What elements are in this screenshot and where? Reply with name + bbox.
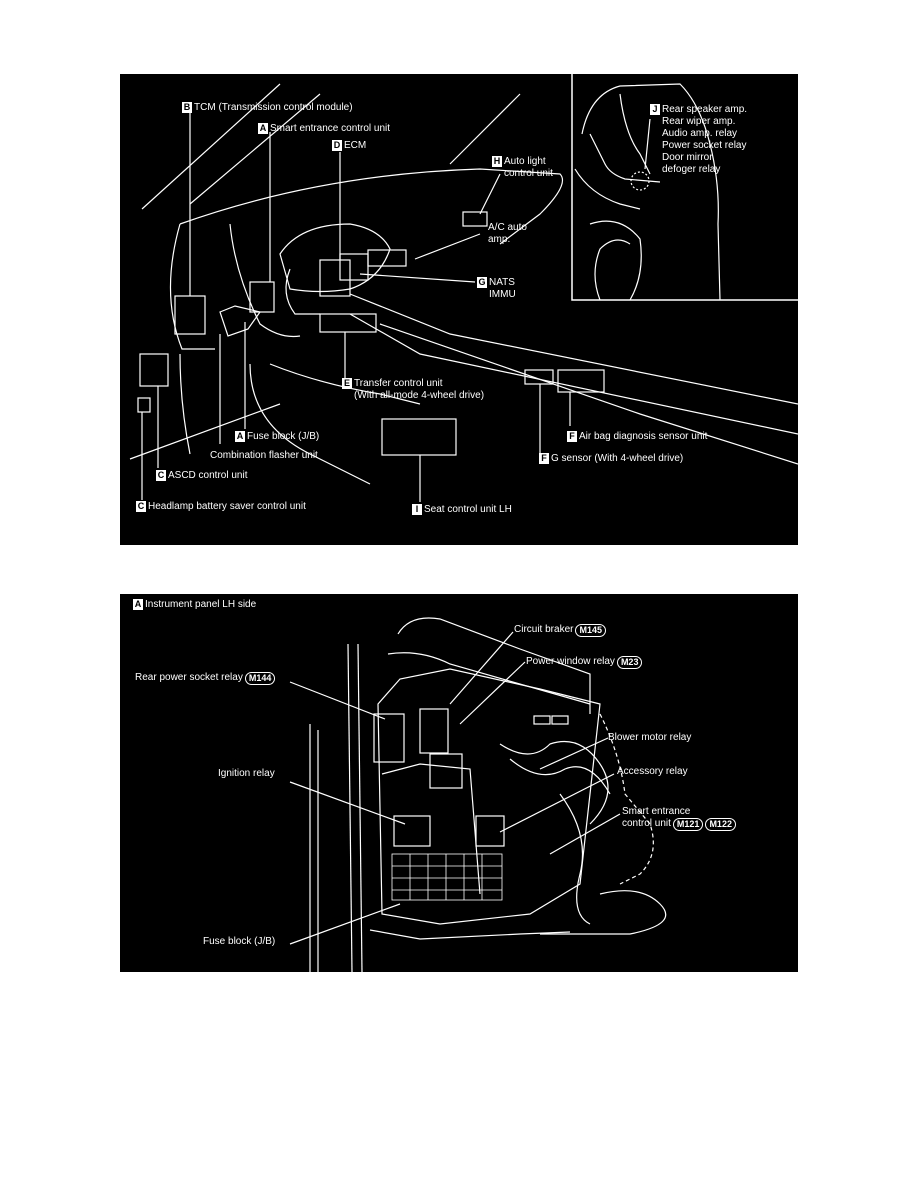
connector-badge: M23	[616, 656, 643, 669]
label-ac-auto: A/C auto amp.	[488, 222, 527, 245]
label-accessory: Accessory relay	[617, 766, 688, 777]
dashboard-line-art	[129, 74, 798, 502]
connector-badge: M144	[244, 672, 276, 685]
label-combination-flasher: Combination flasher unit	[210, 450, 318, 461]
connector-badge: M145	[575, 624, 606, 637]
connector-badge: M121	[672, 818, 704, 831]
connector-badge: M122	[705, 818, 736, 831]
label-fuse-block-jb: Fuse block (J/B)	[203, 936, 276, 947]
label-ignition: Ignition relay	[218, 768, 275, 779]
label-blower-motor: Blower motor relay	[608, 732, 692, 743]
fuse-block-line-art	[289, 617, 667, 972]
